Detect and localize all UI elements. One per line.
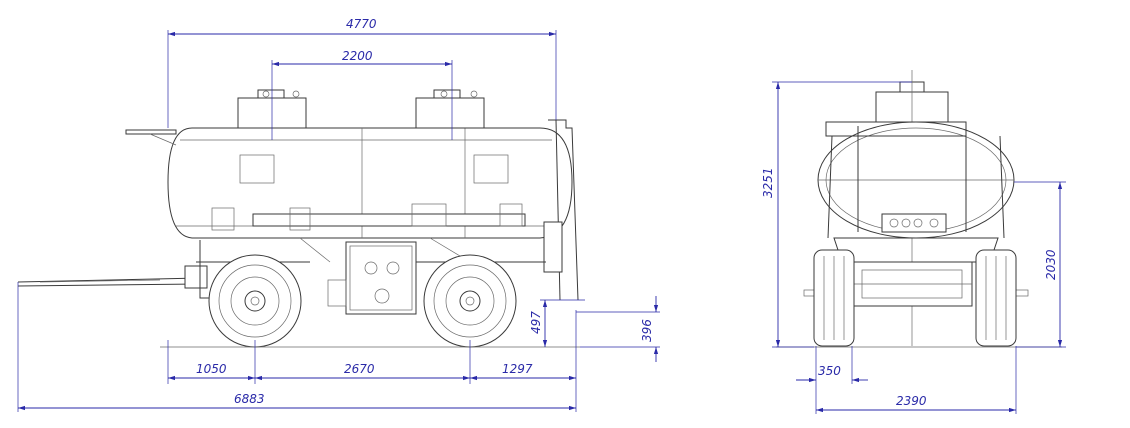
- wheel-front: [208, 254, 302, 348]
- dim-axle-spacing: 1050 2670 1297: [167, 310, 577, 412]
- dim-tank-axis-height-label: 2030: [1044, 249, 1058, 280]
- dim-hatch-spacing-label: 2200: [342, 49, 373, 63]
- front-platform: [125, 129, 177, 146]
- dim-underrun-height: 396: [576, 296, 660, 362]
- dim-tank-length: 4770: [167, 17, 557, 128]
- dim-track-offset-label: 350: [818, 364, 841, 378]
- dim-wheelbase-label: 2670: [344, 362, 375, 376]
- dim-underrun-height-label: 396: [640, 319, 654, 342]
- front-valve-panel: [881, 213, 947, 233]
- side-view: 4770 2200 1050 2670 1297 6883: [17, 17, 660, 412]
- drawbar: [17, 265, 208, 289]
- dim-front-height: 3251: [761, 81, 912, 348]
- wheel-rear: [423, 254, 517, 348]
- dim-platform-height: 497: [529, 299, 585, 347]
- front-wheel-right: [975, 249, 1017, 347]
- dim-rear-overhang-label: 1297: [502, 362, 533, 376]
- dim-front-overhang-label: 1050: [196, 362, 227, 376]
- frame: [196, 203, 546, 299]
- dim-tank-axis-height: 2030: [1014, 181, 1066, 348]
- dim-front-width: 2390: [815, 346, 1017, 414]
- dim-hatch-spacing: 2200: [271, 49, 453, 140]
- front-wheel-left: [813, 249, 855, 347]
- dim-overall-length: 6883: [17, 282, 576, 412]
- dim-tank-length-label: 4770: [346, 17, 377, 31]
- dim-front-width-label: 2390: [896, 394, 927, 408]
- dim-platform-height-label: 497: [529, 311, 543, 334]
- dim-overall-length-label: 6883: [234, 392, 265, 406]
- front-tank-shell: [817, 121, 1015, 239]
- dim-track-offset: 350: [796, 346, 868, 384]
- pump-cabinet: [327, 241, 417, 315]
- dim-front-height-label: 3251: [761, 167, 775, 198]
- hatch-rear: [415, 89, 485, 129]
- front-view: 3251 2030 350 2390: [761, 70, 1066, 414]
- rear-ladder: [543, 119, 579, 301]
